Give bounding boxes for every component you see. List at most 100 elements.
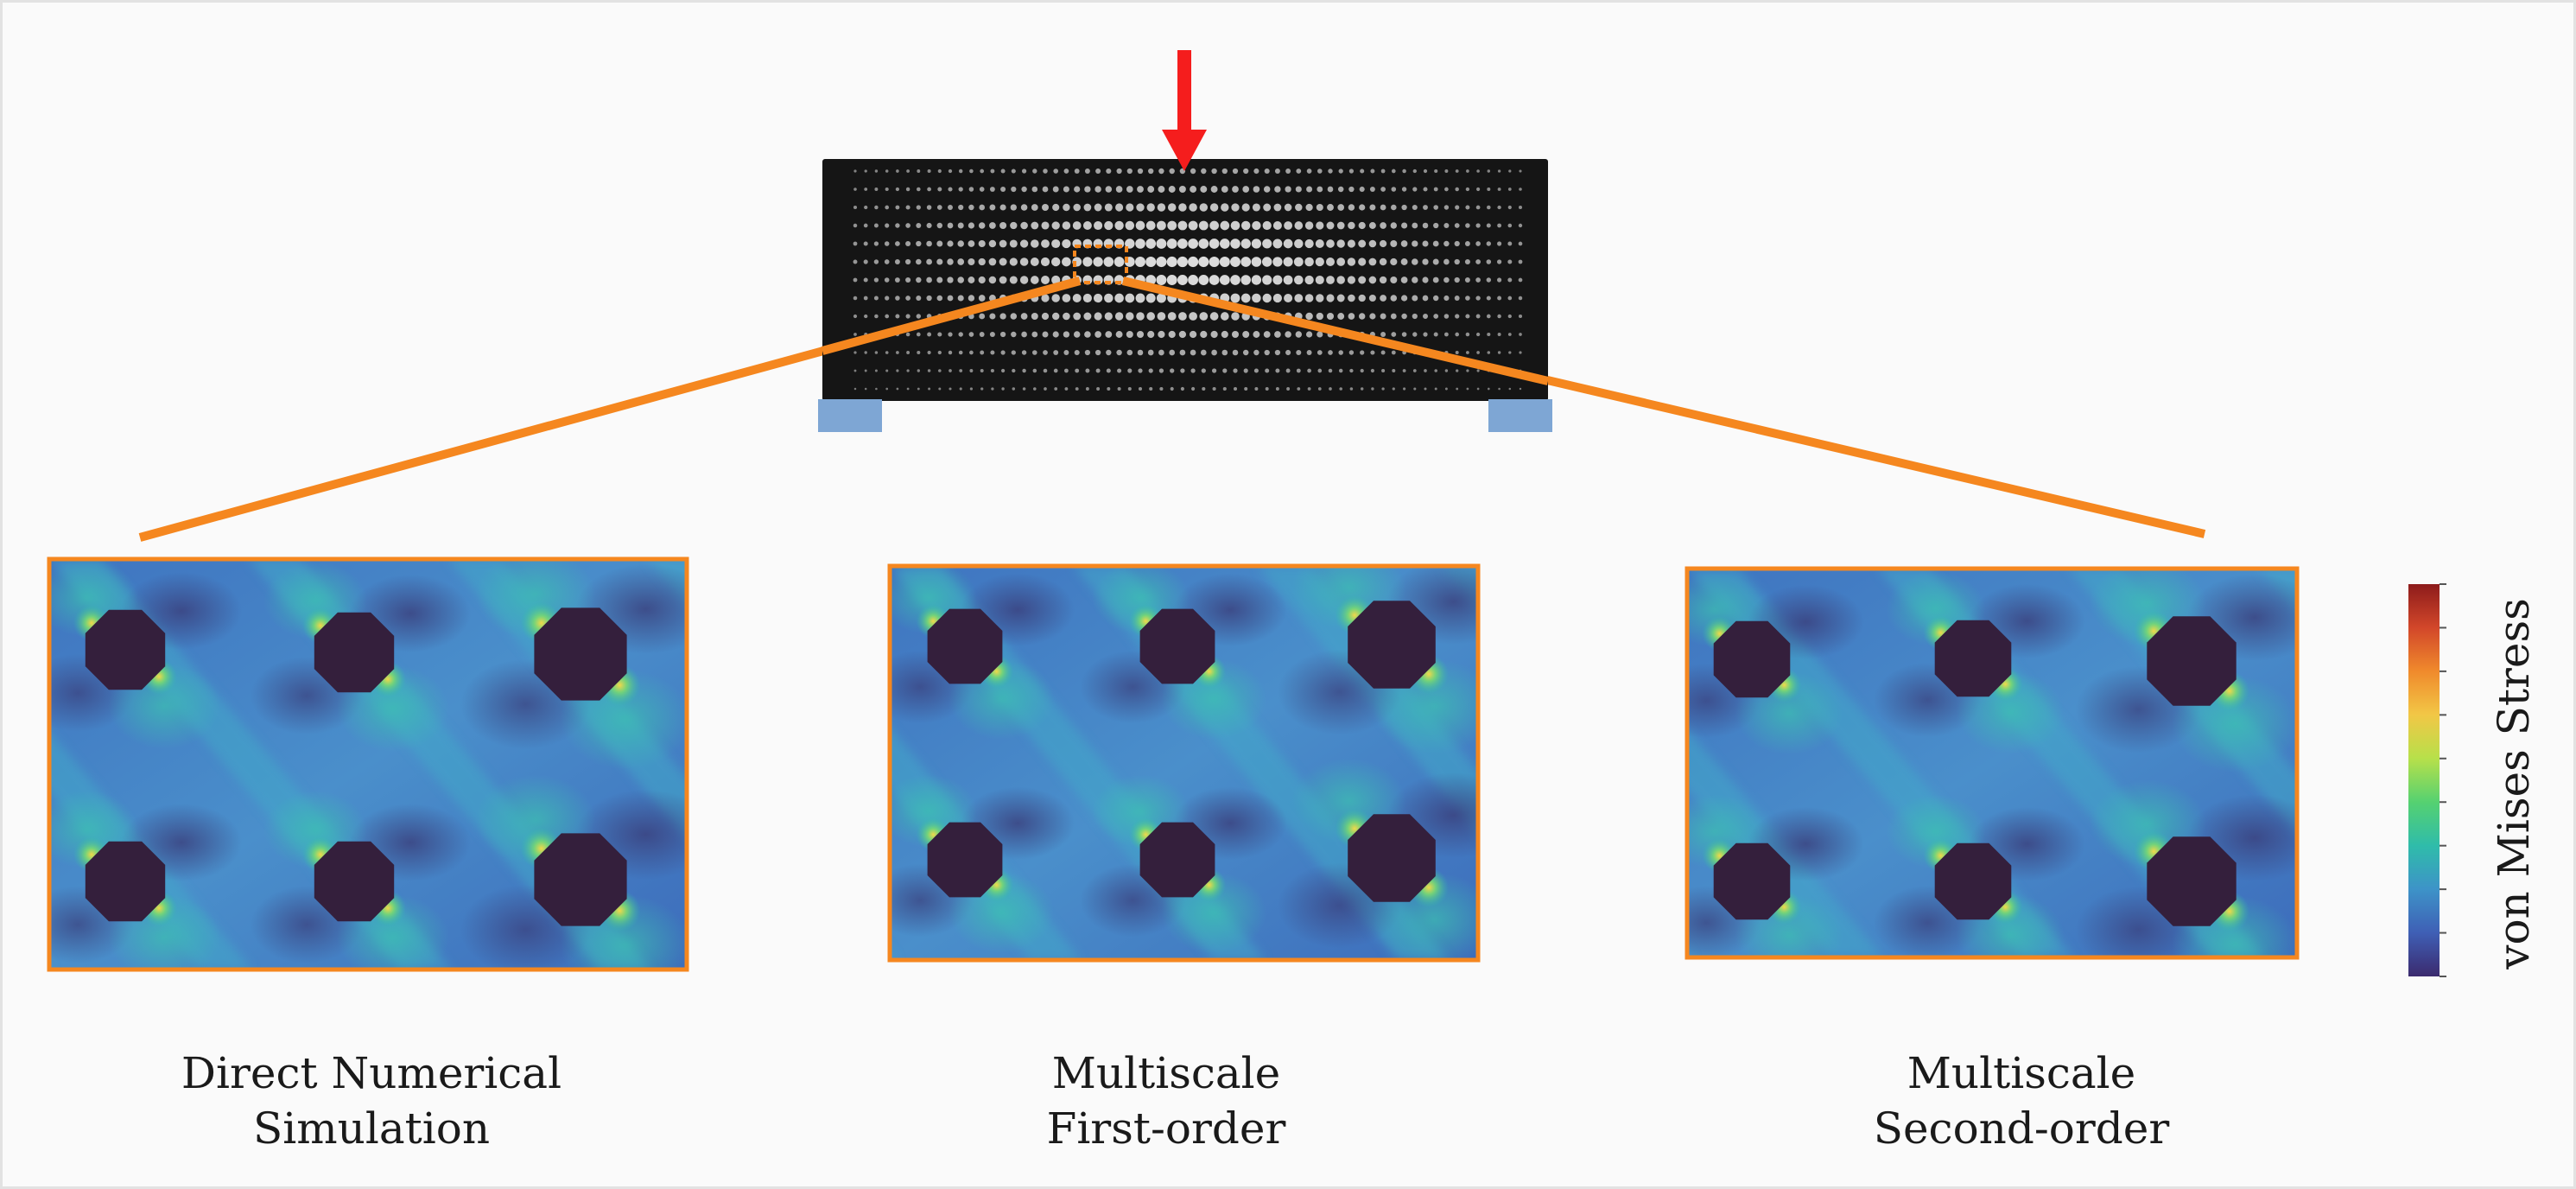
beam-dot bbox=[1166, 275, 1177, 285]
beam-dot bbox=[1230, 257, 1240, 267]
beam-dot bbox=[927, 369, 931, 372]
beam-dot bbox=[1380, 295, 1386, 302]
beam-dot bbox=[1454, 296, 1460, 301]
beam-dot bbox=[1021, 331, 1027, 338]
beam-dot bbox=[1519, 387, 1522, 391]
beam-dot bbox=[853, 277, 858, 283]
beam-dot bbox=[1326, 312, 1335, 321]
beam-dot bbox=[1304, 294, 1314, 302]
beam-dot bbox=[1114, 293, 1124, 303]
beam-dot bbox=[1338, 368, 1343, 373]
beam-dot bbox=[1242, 186, 1250, 193]
beam-dot bbox=[1274, 349, 1281, 356]
beam-dot bbox=[1198, 220, 1209, 231]
beam-dot bbox=[1040, 257, 1050, 267]
beam-dot bbox=[957, 240, 964, 247]
beam-dot bbox=[1115, 186, 1123, 193]
beam-dot bbox=[1412, 313, 1418, 320]
beam-dot bbox=[958, 350, 963, 355]
beam-dot bbox=[1104, 312, 1113, 321]
beam-dot bbox=[1114, 220, 1124, 231]
beam-dot bbox=[1168, 186, 1176, 193]
beam-dot bbox=[1264, 168, 1270, 175]
beam-dot bbox=[905, 205, 910, 210]
beam-dot bbox=[1475, 259, 1481, 264]
beam-dot bbox=[928, 387, 931, 391]
beam-dot bbox=[1433, 187, 1438, 192]
beam-dot bbox=[905, 277, 911, 283]
pore bbox=[1713, 620, 1791, 698]
beam-dot bbox=[1145, 220, 1156, 231]
beam-dot bbox=[1507, 223, 1513, 228]
beam-dot bbox=[1464, 277, 1470, 283]
beam-dot bbox=[1326, 239, 1335, 248]
beam-dot bbox=[948, 168, 953, 174]
beam-dot bbox=[1402, 369, 1406, 372]
beam-dot bbox=[988, 239, 997, 248]
beam-dot bbox=[1156, 275, 1167, 285]
colorbar bbox=[2408, 583, 2446, 977]
beam-dot bbox=[873, 296, 879, 301]
beam-dot bbox=[1336, 239, 1345, 248]
beam-dot bbox=[1379, 258, 1387, 266]
beam-dot bbox=[1497, 351, 1501, 354]
beam-dot bbox=[1274, 331, 1281, 338]
beam-dot bbox=[1443, 332, 1449, 337]
beam-dot bbox=[958, 187, 963, 192]
beam-dot bbox=[1209, 220, 1219, 231]
beam-dot bbox=[1359, 204, 1366, 211]
beam-dot bbox=[853, 205, 858, 210]
beam-dot bbox=[1422, 222, 1429, 229]
beam-dot bbox=[958, 332, 963, 337]
beam-dot bbox=[1043, 368, 1048, 373]
beam-dot bbox=[1348, 294, 1355, 302]
beam-dot bbox=[1157, 312, 1166, 321]
beam-dot bbox=[1497, 169, 1501, 173]
beam-dot bbox=[1497, 314, 1501, 319]
beam-dot bbox=[1359, 186, 1365, 193]
beam-dot bbox=[1221, 186, 1228, 193]
beam-dot bbox=[1093, 293, 1103, 303]
beam-dot bbox=[1094, 186, 1101, 193]
beam-dot bbox=[1337, 204, 1345, 211]
beam-dot bbox=[1381, 387, 1385, 391]
beam-dot bbox=[1443, 314, 1450, 319]
beam-dot bbox=[980, 369, 984, 372]
beam-dot bbox=[1084, 349, 1090, 356]
beam-dot bbox=[1136, 203, 1145, 212]
beam-dot bbox=[1062, 238, 1071, 249]
beam-dot bbox=[1220, 312, 1229, 321]
beam-dot bbox=[988, 276, 997, 284]
beam-dot bbox=[1358, 239, 1367, 248]
beam-dot bbox=[1009, 239, 1018, 248]
beam-dot bbox=[1444, 387, 1448, 391]
beam-dot bbox=[1083, 312, 1092, 321]
beam-dot bbox=[1253, 331, 1260, 338]
beam-dot bbox=[1135, 220, 1145, 231]
beam-dot bbox=[1157, 220, 1166, 231]
beam-dot bbox=[1096, 387, 1101, 391]
beam-dot bbox=[1412, 258, 1418, 265]
beam-dot bbox=[1337, 313, 1345, 320]
beam-dot bbox=[1433, 314, 1439, 319]
beam-dot bbox=[895, 205, 900, 210]
beam-dot bbox=[1063, 203, 1070, 212]
beam-dot bbox=[1316, 221, 1324, 230]
beam-dot bbox=[863, 241, 868, 246]
beam-dot bbox=[916, 277, 922, 283]
panel-border bbox=[1685, 566, 2300, 960]
beam-dot bbox=[989, 187, 995, 192]
beam-dot bbox=[1149, 386, 1153, 391]
pore bbox=[2147, 836, 2237, 926]
beam-dot bbox=[1230, 238, 1240, 249]
beam-dot bbox=[1012, 387, 1016, 391]
beam-dot bbox=[1273, 203, 1282, 212]
beam-dot bbox=[853, 387, 857, 391]
pore bbox=[85, 609, 166, 690]
beam-dot bbox=[1275, 387, 1279, 391]
beam-dot bbox=[1304, 221, 1314, 230]
beam-dot bbox=[1358, 221, 1366, 230]
beam-dot bbox=[1455, 332, 1460, 337]
beam-dot bbox=[926, 295, 932, 302]
beam-dot bbox=[1348, 350, 1355, 355]
